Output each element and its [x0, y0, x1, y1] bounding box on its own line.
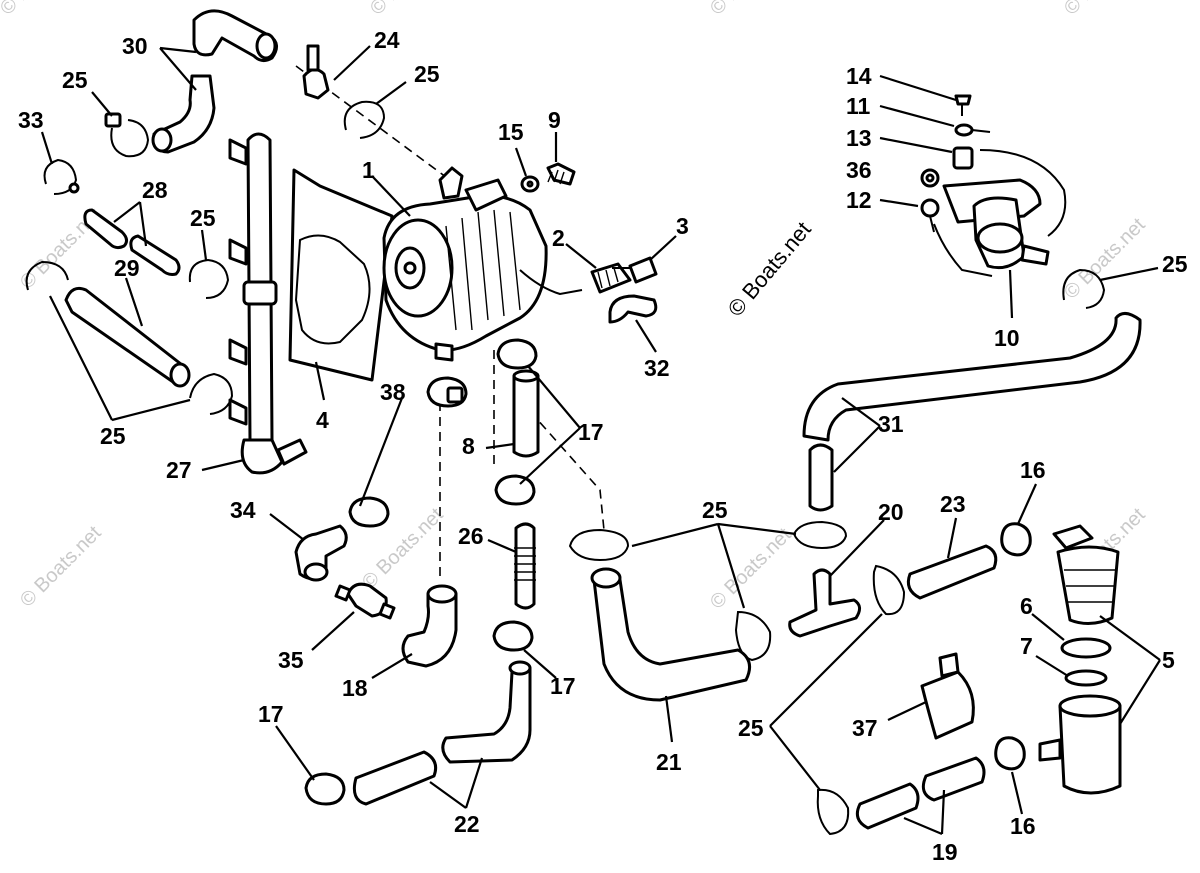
watermark-top-far-right: © Boats.net	[1060, 0, 1150, 20]
check-valve-35	[334, 582, 396, 620]
callout-leaders	[40, 45, 1161, 836]
callout-10: 10	[994, 325, 1020, 351]
callout-27: 27	[166, 457, 192, 483]
callout-28: 28	[142, 177, 168, 203]
callout-1: 1	[362, 157, 375, 183]
callout-25-c: 25	[190, 205, 216, 231]
terminal-12	[920, 198, 940, 233]
callout-36: 36	[846, 157, 872, 183]
watermark-top-right: © Boats.net	[706, 0, 796, 20]
hose-elbow-30	[151, 9, 278, 154]
elbow-34	[294, 524, 348, 582]
callout-23: 23	[940, 491, 966, 517]
callout-18: 18	[342, 675, 368, 701]
gasket-4	[288, 168, 394, 382]
fuel-pump-1	[382, 166, 583, 362]
clamps-16	[994, 522, 1032, 771]
callout-17-a: 17	[578, 419, 604, 445]
spacer-13	[952, 146, 974, 170]
tee-20	[788, 568, 861, 638]
clip-33	[43, 158, 80, 195]
callout-35: 35	[278, 647, 304, 673]
callout-16-b: 16	[1010, 813, 1036, 839]
callout-20: 20	[878, 499, 904, 525]
hoses-19	[855, 756, 986, 830]
connector-3	[612, 256, 658, 284]
callout-38: 38	[380, 379, 406, 405]
filter-5	[1038, 524, 1122, 795]
callout-30: 30	[122, 33, 148, 59]
bolt-9	[546, 162, 576, 186]
callout-31: 31	[878, 411, 904, 437]
electric-pump-10	[933, 149, 1067, 277]
fuel-line-27	[228, 132, 308, 475]
callout-25-b: 25	[62, 67, 88, 93]
callout-16-a: 16	[1020, 457, 1046, 483]
callout-25-f: 25	[738, 715, 764, 741]
callout-7: 7	[1020, 633, 1033, 659]
hose-18	[401, 584, 458, 668]
callout-32: 32	[644, 355, 670, 381]
callout-15: 15	[498, 119, 524, 145]
o-ring-7	[1064, 669, 1108, 687]
callout-34: 34	[230, 497, 256, 523]
callout-13: 13	[846, 125, 872, 151]
o-ring-6	[1060, 637, 1112, 659]
watermark-center-right-low: © Boats.net	[706, 524, 796, 614]
callout-17-c: 17	[258, 701, 284, 727]
bracket-37	[920, 652, 975, 740]
callout-4: 4	[316, 407, 329, 433]
watermark-top-left: © Boats.net	[0, 0, 86, 20]
callout-14: 14	[846, 63, 872, 89]
washer-11	[954, 123, 991, 137]
washer-15	[520, 175, 540, 193]
callout-17-b: 17	[550, 673, 576, 699]
callout-6: 6	[1020, 593, 1033, 619]
watermark-layer: © Boats.net © Boats.net © Boats.net © Bo…	[0, 0, 1150, 614]
watermark-center-dark: © Boats.net	[723, 217, 816, 321]
callout-25-d: 25	[100, 423, 126, 449]
connector-26	[514, 522, 536, 610]
sensor-2	[590, 262, 632, 294]
callout-25-a: 25	[414, 61, 440, 87]
hoses-22	[352, 660, 532, 806]
callout-22: 22	[454, 811, 480, 837]
lock-washer-36	[920, 168, 940, 188]
callout-26: 26	[458, 523, 484, 549]
callout-3: 3	[676, 213, 689, 239]
callout-24: 24	[374, 27, 400, 53]
callout-33: 33	[18, 107, 44, 133]
callout-25-g: 25	[1162, 251, 1188, 277]
hose-clamps-25	[25, 100, 1106, 836]
callout-5: 5	[1162, 647, 1175, 673]
callout-37: 37	[852, 715, 878, 741]
clamp-38	[426, 376, 468, 408]
callout-9: 9	[548, 107, 561, 133]
hose-29	[64, 286, 191, 388]
callout-numbers: 30 24 25 25 33 28 25 29 25 27 1 4 38 15 …	[18, 27, 1188, 865]
callout-11: 11	[846, 93, 871, 119]
callout-12: 12	[846, 187, 872, 213]
callout-29: 29	[114, 255, 140, 281]
screw-14	[954, 94, 972, 116]
hose-31	[802, 312, 1142, 512]
watermark-left-low: © Boats.net	[16, 522, 106, 612]
clip-32	[608, 294, 658, 324]
hose-21	[590, 567, 752, 702]
callout-21: 21	[656, 749, 682, 775]
callout-8: 8	[462, 433, 475, 459]
connector-24	[302, 44, 330, 100]
callout-25-e: 25	[702, 497, 728, 523]
hose-8	[512, 369, 540, 458]
hose-28	[83, 208, 181, 276]
watermark-top-mid: © Boats.net	[366, 0, 456, 20]
callout-2: 2	[552, 225, 565, 251]
callout-19: 19	[932, 839, 958, 865]
hose-23	[906, 544, 998, 600]
